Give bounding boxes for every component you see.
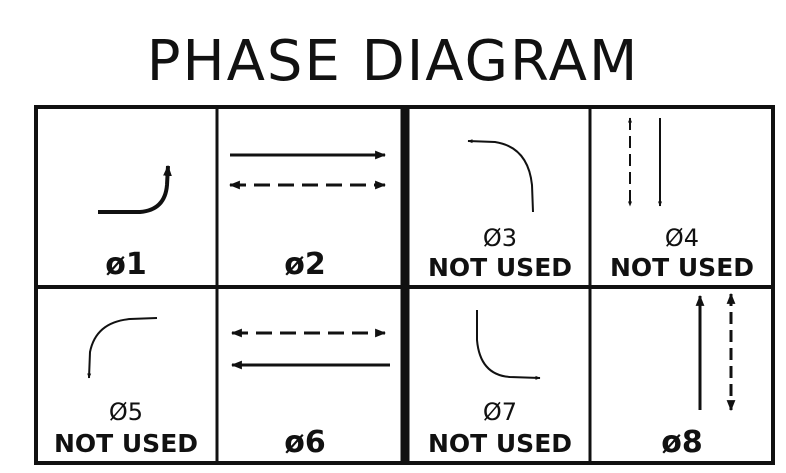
phase-label-2: ø2: [284, 247, 326, 282]
phase-symbol: ø: [105, 247, 126, 282]
phase-status-7: NOT USED: [428, 429, 572, 458]
phase-number: 2: [305, 247, 326, 282]
phase-cell-7: Ø7 NOT USED: [428, 310, 572, 458]
phase-label-5: Ø5: [109, 398, 143, 426]
phase-label-4: Ø4: [665, 224, 699, 252]
phase-label-3: Ø3: [483, 224, 517, 252]
phase-number: 7: [502, 398, 517, 426]
right-turn-arrow-icon: [98, 164, 172, 214]
phase-number: 1: [126, 247, 147, 282]
phase-cell-5: Ø5 NOT USED: [54, 317, 198, 458]
phase-grid: [34, 105, 775, 465]
phase-symbol: ø: [284, 247, 305, 282]
phase-symbol: Ø: [109, 398, 128, 426]
phase-status-4: NOT USED: [610, 253, 754, 282]
phase-number: 5: [128, 398, 143, 426]
phase-label-1: ø1: [105, 247, 147, 282]
phase-symbol: ø: [661, 425, 682, 460]
phase-label-6: ø6: [284, 425, 326, 460]
left-turn-arrow-icon: [87, 317, 158, 379]
phase-symbol: Ø: [483, 398, 502, 426]
phase-cell-1: ø1: [98, 164, 172, 282]
phase-cell-8: ø8: [661, 292, 736, 460]
phase-cell-2: ø2: [228, 150, 387, 282]
left-turn-arrow-icon: [476, 310, 541, 380]
phase-cell-4: Ø4 NOT USED: [610, 117, 754, 282]
diagram-title: PHASE DIAGRAM: [146, 29, 640, 94]
phase-label-8: ø8: [661, 425, 703, 460]
phase-status-3: NOT USED: [428, 253, 572, 282]
phase-cell-3: Ø3 NOT USED: [428, 139, 572, 282]
phase-number: 8: [682, 425, 703, 460]
phase-symbol: ø: [284, 425, 305, 460]
left-turn-arrow-icon: [467, 139, 534, 213]
phase-status-5: NOT USED: [54, 429, 198, 458]
phase-number: 4: [684, 224, 699, 252]
phase-label-7: Ø7: [483, 398, 517, 426]
phase-number: 6: [305, 425, 326, 460]
phase-symbol: Ø: [665, 224, 684, 252]
phase-number: 3: [502, 224, 517, 252]
phase-symbol: Ø: [483, 224, 502, 252]
phase-cell-6: ø6: [230, 328, 390, 460]
